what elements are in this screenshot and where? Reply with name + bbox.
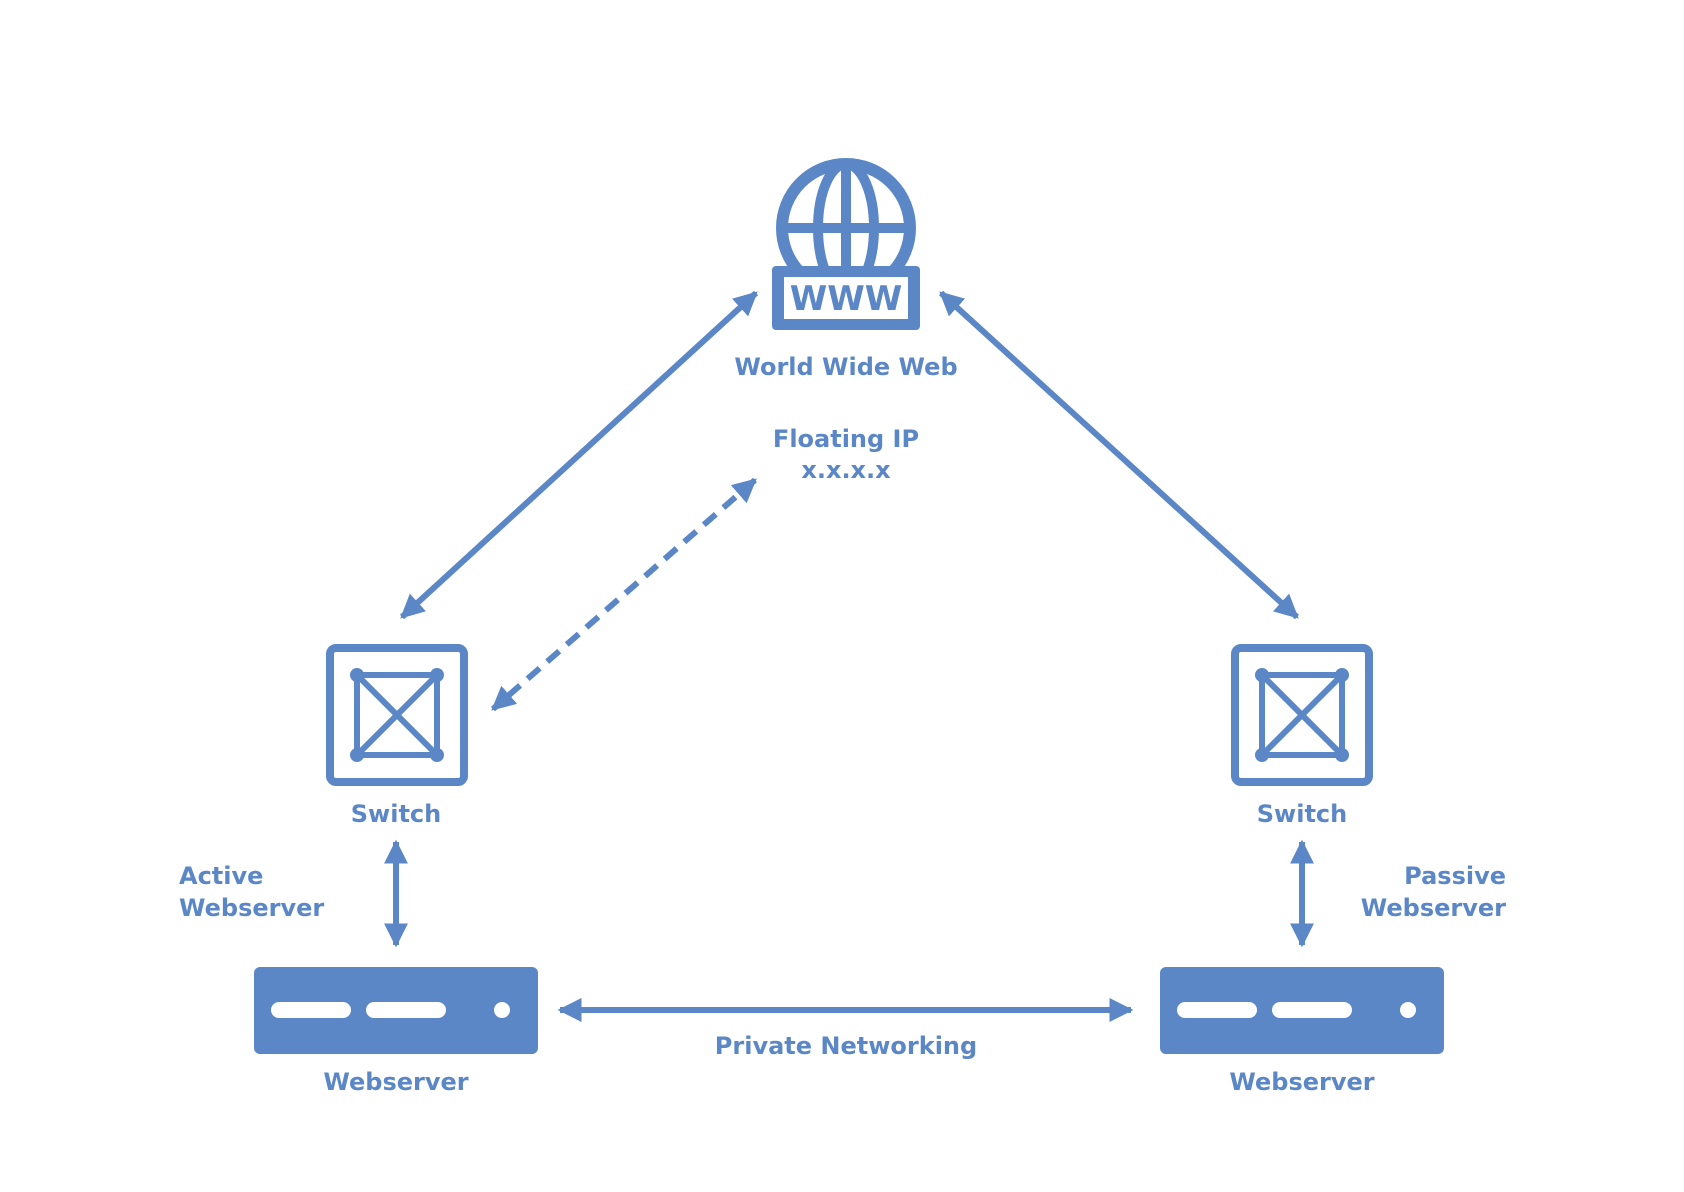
network-switch-icon <box>1231 644 1373 786</box>
server-right-label: Webserver <box>1229 1068 1374 1096</box>
www-switch-left-arrow <box>399 290 759 620</box>
floating-ip-value: x.x.x.x <box>801 456 891 484</box>
rack-server-icon <box>1160 967 1444 1054</box>
floating-ip-dashed-arrow <box>491 477 757 712</box>
floating-ip-label: Floating IP <box>773 425 919 453</box>
passive-role-label-2: Webserver <box>1361 894 1506 922</box>
www-icon-text: WWW <box>790 279 903 319</box>
switch-right-label: Switch <box>1257 800 1347 828</box>
server-left-label: Webserver <box>323 1068 468 1096</box>
network-switch-icon <box>326 644 468 786</box>
www-label: World Wide Web <box>734 353 957 381</box>
active-role-label-2: Webserver <box>179 894 324 922</box>
www-switch-right-arrow <box>938 290 1300 620</box>
rack-server-icon <box>254 967 538 1054</box>
switch-left-label: Switch <box>351 800 441 828</box>
globe-www-icon <box>772 158 920 330</box>
passive-role-label: Passive <box>1404 862 1506 890</box>
active-role-label: Active <box>179 862 263 890</box>
private-network-label: Private Networking <box>715 1032 977 1060</box>
